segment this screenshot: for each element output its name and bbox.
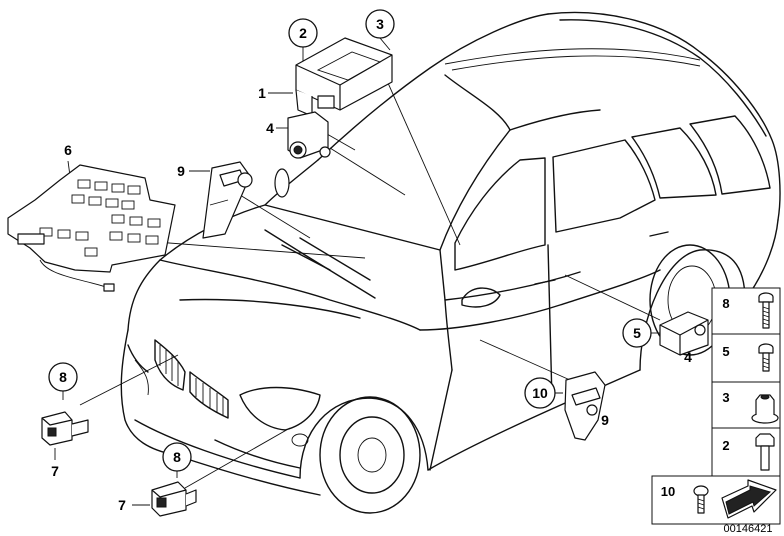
legend-label-1: 8: [722, 296, 729, 311]
callout-9-top: 9: [177, 163, 185, 179]
airbag-control-unit: [295, 37, 393, 117]
front-sensor-bottom: [151, 481, 197, 517]
callout-6: 6: [64, 142, 72, 158]
callout-5: 5: [633, 325, 641, 341]
callout-10-circle: [524, 377, 556, 409]
front-sensor-top: [287, 111, 331, 159]
callout-5-circle: [622, 318, 652, 348]
callout-8-left-circle: [48, 362, 78, 392]
callout-8-left: 8: [59, 369, 67, 385]
legend-label-2: 5: [722, 344, 729, 359]
callout-labels: 2 3 1 4 9 6 8 7 8 7 5 4 10 9: [48, 9, 692, 513]
callout-2-circle: [288, 18, 318, 48]
front-sensor-left: [41, 411, 89, 446]
callout-9-right: 9: [601, 412, 609, 428]
callout-7-left: 7: [51, 463, 59, 479]
callout-3-circle: [365, 9, 395, 39]
diagram-number: 00146421: [724, 523, 773, 535]
flange-nut-icon: [751, 394, 779, 424]
small-screw-icon: [693, 485, 709, 514]
legend-label-5: 10: [661, 484, 675, 499]
side-sensor-bracket: [202, 161, 290, 239]
callout-2: 2: [299, 25, 307, 41]
callout-3: 3: [376, 16, 384, 32]
short-bolt-icon: [758, 343, 774, 372]
rear-sensor-bracket: [564, 371, 606, 441]
door-sensor: [659, 311, 709, 356]
callout-7-bottom: 7: [118, 497, 126, 513]
direction-arrow-icon: [721, 479, 777, 519]
legend-label-4: 2: [722, 438, 729, 453]
car-outline: [120, 11, 781, 514]
leader-lines: [54, 37, 689, 506]
callout-1: 1: [258, 85, 266, 101]
callout-10: 10: [532, 385, 548, 401]
long-bolt-icon: [758, 292, 774, 329]
callout-8-bottom-circle: [162, 442, 192, 472]
callout-4-right: 4: [684, 349, 692, 365]
hardware-legend: 8 5 3 2 10: [651, 287, 781, 525]
legend-label-3: 3: [722, 390, 729, 405]
hex-bolt-icon: [755, 433, 775, 471]
seat-occupancy-mat: [7, 164, 176, 292]
callout-4-top: 4: [266, 120, 274, 136]
callout-8-bottom: 8: [173, 449, 181, 465]
